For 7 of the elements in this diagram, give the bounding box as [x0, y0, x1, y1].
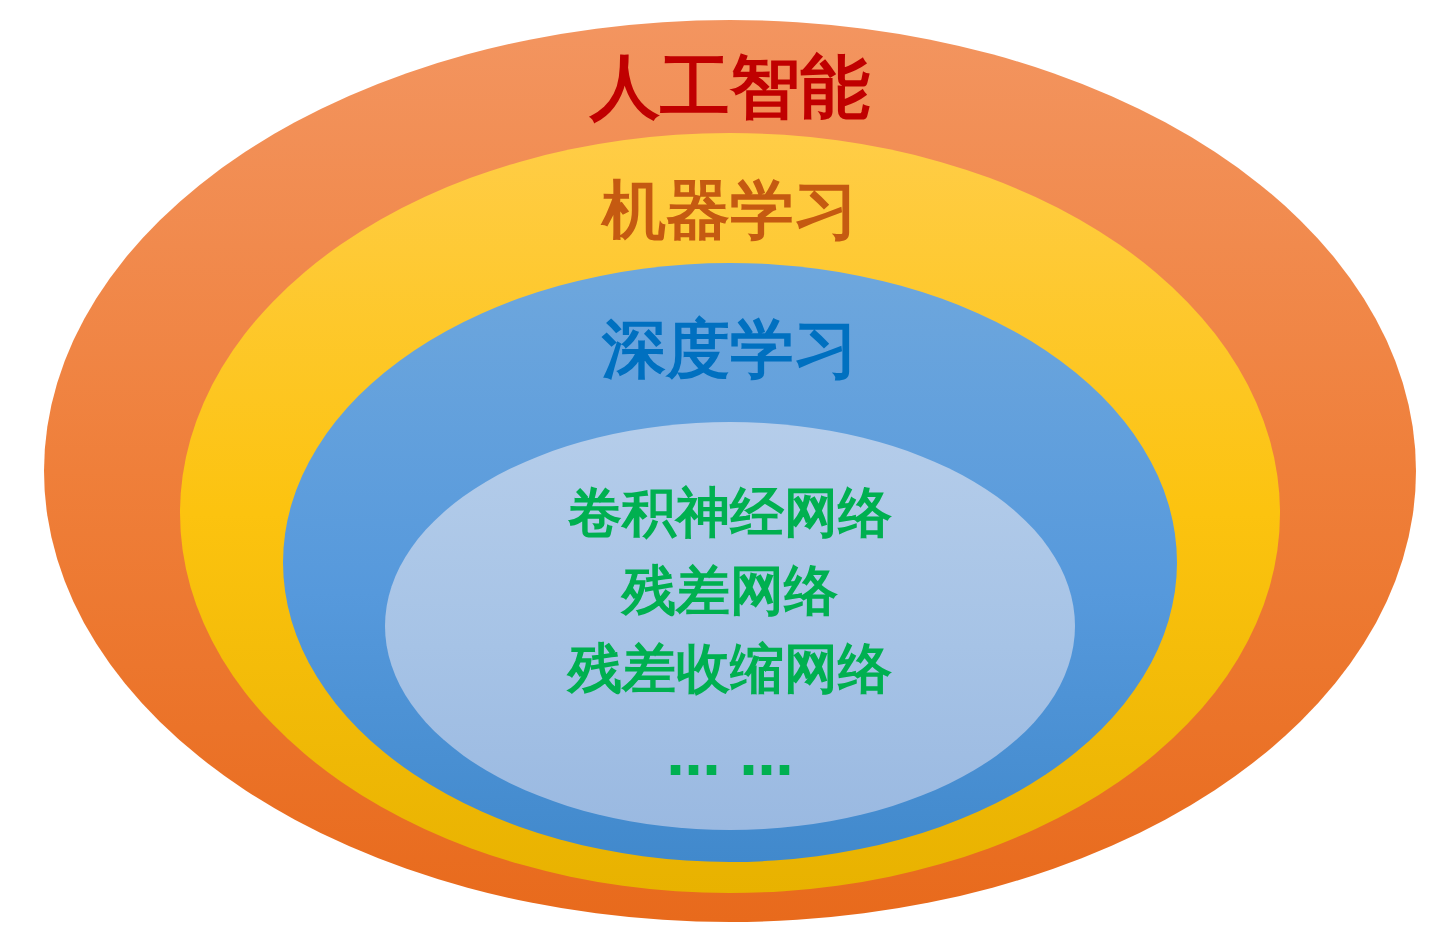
heading-text: 机器学习 — [602, 174, 858, 248]
label-text: … … — [666, 725, 794, 789]
label-text: 残差收缩网络 — [568, 637, 892, 701]
heading-text: 人工智能 — [590, 46, 870, 128]
label-text: 卷积神经网络 — [568, 481, 892, 545]
label-text: 残差网络 — [622, 559, 838, 623]
heading-text: 深度学习 — [602, 313, 858, 387]
